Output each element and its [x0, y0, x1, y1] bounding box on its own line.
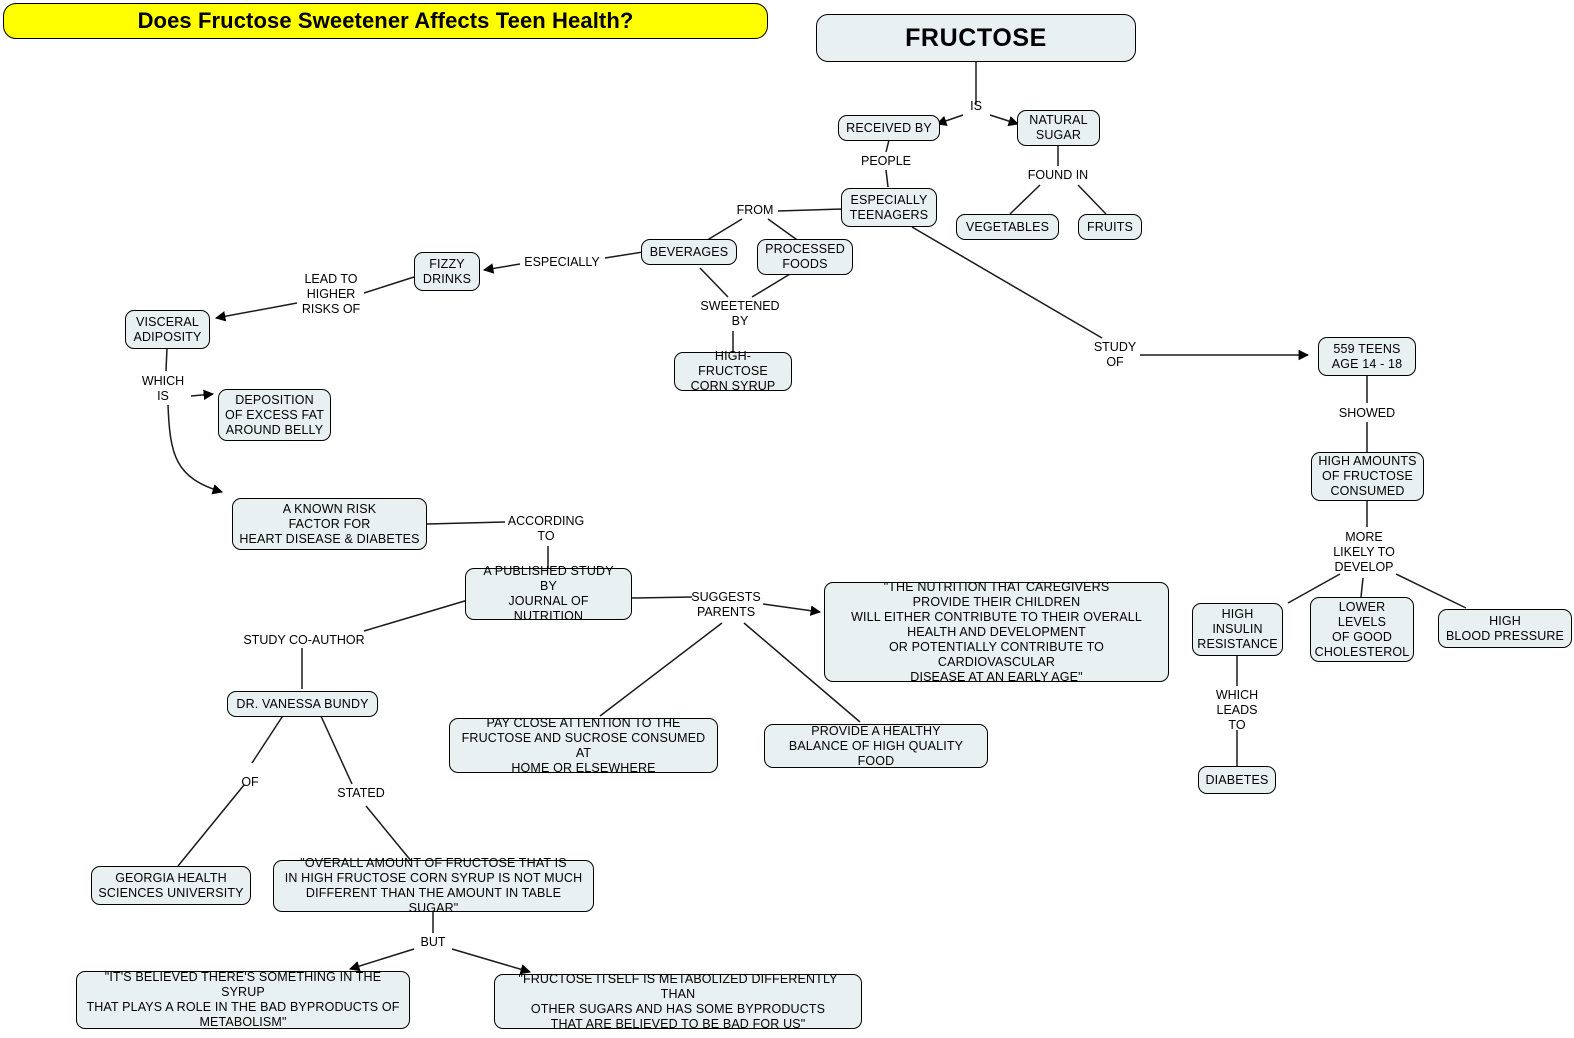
- edge-beverages-sweetenedby: [699, 267, 729, 298]
- node-georgia-university[interactable]: GEORGIA HEALTH SCIENCES UNIVERSITY: [91, 866, 251, 905]
- edge-but-quotesyrup: [348, 948, 415, 972]
- edge-fizzy-leadto: [363, 276, 415, 294]
- edge-foundin-fruits: [1077, 184, 1107, 215]
- node-high-blood-pressure[interactable]: HIGH BLOOD PRESSURE: [1438, 609, 1572, 648]
- edge-suggests-quote: [762, 603, 822, 616]
- edge-label-lead-to: LEAD TO HIGHER RISKS OF: [301, 272, 361, 316]
- edge-visceral-whichis: [165, 347, 168, 372]
- node-high-insulin-resistance[interactable]: HIGH INSULIN RESISTANCE: [1192, 603, 1283, 656]
- node-high-amounts[interactable]: HIGH AMOUNTS OF FRUCTOSE CONSUMED: [1311, 452, 1424, 501]
- edge-riskfactor-accordingto: [426, 521, 506, 525]
- node-natural-sugar[interactable]: NATURAL SUGAR: [1017, 110, 1100, 146]
- node-deposition[interactable]: DEPOSITION OF EXCESS FAT AROUND BELLY: [218, 389, 331, 441]
- edge-foundin-vegetables: [1009, 184, 1041, 215]
- edge-label-according-to: ACCORDING TO: [507, 514, 585, 543]
- node-559-teens[interactable]: 559 TEENS AGE 14 - 18: [1318, 337, 1416, 376]
- edge-suggests-payattention: [599, 622, 723, 717]
- node-vegetables[interactable]: VEGETABLES: [956, 214, 1059, 240]
- edge-label-which-is: WHICH IS: [141, 374, 185, 403]
- edge-label-co-author: STUDY CO-AUTHOR: [243, 633, 365, 647]
- edge-label-of: OF: [241, 775, 259, 789]
- edge-teenagers-from: [777, 208, 843, 212]
- node-beverages[interactable]: BEVERAGES: [641, 239, 737, 265]
- edge-label-sweetened-by: SWEETENED BY: [700, 299, 780, 328]
- edge-people-teenagers: [885, 169, 889, 188]
- node-visceral-adiposity[interactable]: VISCERAL ADIPOSITY: [125, 310, 210, 349]
- edge-processedfoods-sweetenedby: [751, 273, 791, 298]
- edge-label-which-leads: WHICH LEADS TO: [1215, 688, 1259, 732]
- edge-morelikely-cholesterol: [1360, 577, 1364, 598]
- node-especially-teenagers[interactable]: ESPECIALLY TEENAGERS: [841, 188, 937, 227]
- edge-receivedby-people: [885, 139, 890, 153]
- node-lower-cholesterol[interactable]: LOWER LEVELS OF GOOD CHOLESTEROL: [1310, 597, 1414, 662]
- edge-label-from: FROM: [736, 203, 774, 217]
- edge-but-quotemetab: [451, 948, 532, 975]
- edge-of-georgia: [177, 784, 245, 867]
- edge-is-naturalsugar: [989, 114, 1019, 127]
- edge-whichis-deposition: [190, 389, 215, 401]
- node-dr-vanessa-bundy[interactable]: DR. VANESSA BUNDY: [227, 691, 378, 717]
- edge-beverages-especially: [604, 251, 644, 259]
- node-diabetes[interactable]: DIABETES: [1198, 766, 1276, 794]
- edge-label-suggests: SUGGESTS PARENTS: [691, 590, 761, 619]
- edge-teenagers-studyof: [911, 226, 1103, 339]
- node-fructose[interactable]: FRUCTOSE: [816, 14, 1136, 62]
- edge-label-but: BUT: [420, 935, 446, 949]
- node-published-study[interactable]: A PUBLISHED STUDY BY JOURNAL OF NUTRITIO…: [465, 564, 632, 623]
- node-healthy-balance[interactable]: PROVIDE A HEALTHY BALANCE OF HIGH QUALIT…: [764, 724, 988, 768]
- edge-especially-fizzy: [482, 263, 521, 274]
- edge-label-stated: STATED: [337, 786, 385, 800]
- edge-label-found-in: FOUND IN: [1027, 168, 1089, 182]
- edge-study-suggests: [631, 596, 693, 599]
- node-risk-factor[interactable]: A KNOWN RISK FACTOR FOR HEART DISEASE & …: [232, 498, 427, 550]
- edge-bundy-stated: [319, 713, 353, 785]
- edge-bundy-of: [251, 713, 285, 764]
- node-fruits[interactable]: FRUITS: [1078, 214, 1142, 240]
- edge-label-showed: SHOWED: [1338, 406, 1396, 420]
- page-title: Does Fructose Sweetener Affects Teen Hea…: [3, 3, 768, 39]
- edge-label-study-of: STUDY OF: [1093, 340, 1137, 369]
- node-quote-nutrition[interactable]: "THE NUTRITION THAT CAREGIVERS PROVIDE T…: [824, 580, 1169, 684]
- edge-label-more-likely: MORE LIKELY TO DEVELOP: [1333, 530, 1395, 574]
- edge-is-receivedby: [936, 114, 964, 126]
- node-quote-metabolized[interactable]: "FRUCTOSE ITSELF IS METABOLIZED DIFFEREN…: [494, 972, 862, 1031]
- edge-stated-quoteoverall: [365, 805, 413, 863]
- edge-label-is: IS: [970, 99, 982, 113]
- node-quote-syrup[interactable]: "IT'S BELIEVED THERE'S SOMETHING IN THE …: [76, 970, 410, 1029]
- edge-whichis-riskfactor: [167, 404, 224, 495]
- edge-label-people: PEOPLE: [860, 154, 912, 168]
- edge-leadto-visceral: [214, 302, 298, 322]
- node-hfcs[interactable]: HIGH-FRUCTOSE CORN SYRUP: [674, 349, 792, 393]
- node-pay-attention[interactable]: PAY CLOSE ATTENTION TO THE FRUCTOSE AND …: [449, 716, 718, 775]
- edge-study-coauthor: [363, 599, 469, 632]
- edge-label-especially: ESPECIALLY: [524, 255, 600, 269]
- node-processed-foods[interactable]: PROCESSED FOODS: [757, 239, 853, 275]
- node-quote-overall[interactable]: "OVERALL AMOUNT OF FRUCTOSE THAT IS IN H…: [273, 856, 594, 915]
- node-fizzy-drinks[interactable]: FIZZY DRINKS: [414, 252, 480, 291]
- node-received-by[interactable]: RECEIVED BY: [838, 115, 940, 141]
